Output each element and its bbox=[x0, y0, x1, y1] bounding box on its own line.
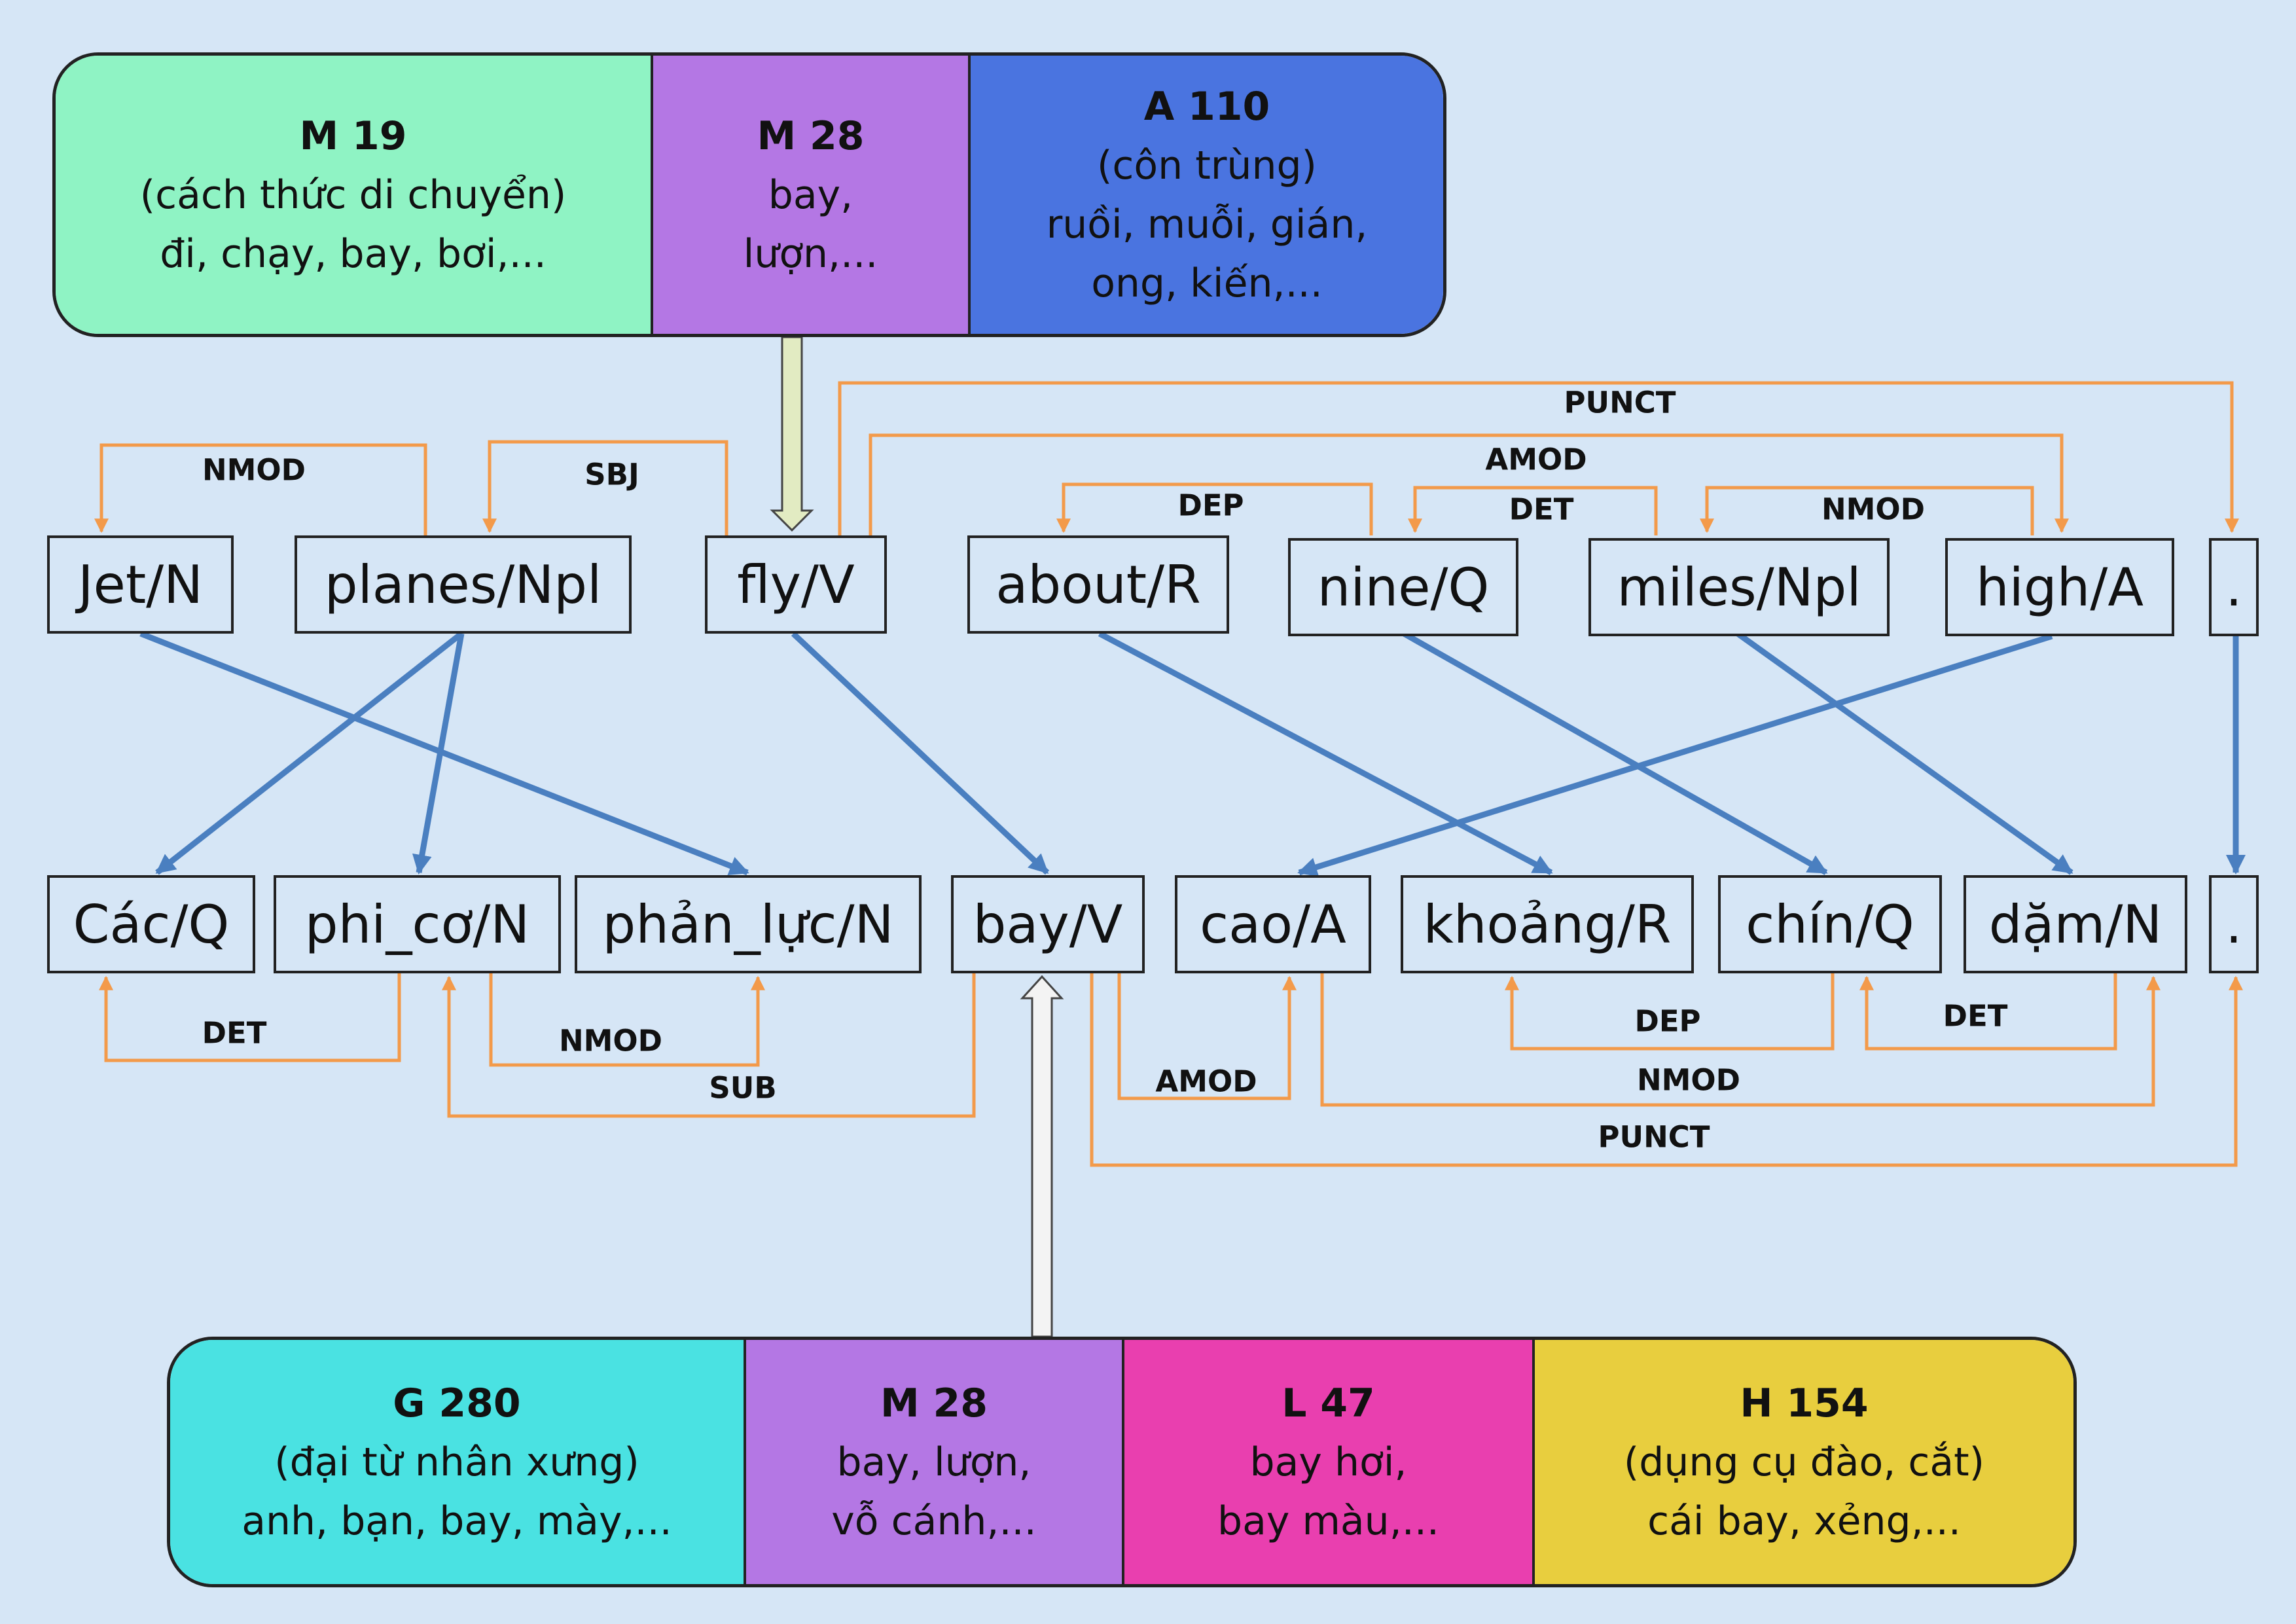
english-token: miles/Npl bbox=[1588, 538, 1890, 636]
sense-line: cái bay, xẻng,... bbox=[1647, 1498, 1961, 1544]
dependency-arc bbox=[838, 381, 2239, 535]
sense-line: bay, lượn, bbox=[836, 1439, 1031, 1485]
alignment-link bbox=[1297, 633, 2053, 877]
arc-label: AMOD bbox=[1485, 442, 1587, 477]
sense-code: G 280 bbox=[393, 1380, 521, 1426]
sense-code: H 154 bbox=[1740, 1380, 1869, 1426]
sense-line: ong, kiến,... bbox=[1091, 260, 1323, 306]
english-token: Jet/N bbox=[47, 535, 234, 634]
sense-line: bay màu,... bbox=[1217, 1498, 1439, 1544]
alignment-link bbox=[791, 631, 1050, 875]
alignment-link bbox=[1736, 631, 2073, 875]
sense-cell-a110: A 110 (côn trùng) ruồi, muỗi, gián, ong,… bbox=[971, 56, 1443, 334]
sense-cell-m28: M 28 bay, lượn,... bbox=[653, 56, 971, 334]
dependency-arc bbox=[94, 443, 427, 535]
sense-line: vỗ cánh,... bbox=[831, 1498, 1037, 1544]
dependency-arc bbox=[1859, 973, 2117, 1051]
english-token: fly/V bbox=[705, 535, 887, 634]
sense-links bbox=[770, 336, 1064, 1338]
arc-label: DEP bbox=[1177, 488, 1244, 523]
english-token: high/A bbox=[1945, 538, 2174, 636]
dependency-arc bbox=[482, 440, 728, 535]
sense-line: bay hơi, bbox=[1249, 1439, 1407, 1485]
dependency-arc bbox=[1505, 973, 1835, 1051]
sense-line: anh, bạn, bay, mày,... bbox=[242, 1498, 672, 1544]
vietnamese-token: phi_cơ/N bbox=[274, 875, 561, 973]
sense-cell-m28: M 28 bay, lượn, vỗ cánh,... bbox=[746, 1340, 1124, 1584]
english-token: nine/Q bbox=[1288, 538, 1518, 636]
sense-cell-m19: M 19 (cách thức di chuyển) đi, chạy, bay… bbox=[56, 56, 653, 334]
arc-label: NMOD bbox=[1636, 1062, 1741, 1098]
sense-code: M 19 bbox=[299, 113, 407, 159]
arc-label: AMOD bbox=[1155, 1064, 1257, 1099]
alignment-link bbox=[1402, 631, 1828, 875]
vietnamese-token: chín/Q bbox=[1718, 875, 1942, 973]
sense-cell-g280: G 280 (đại từ nhân xưng) anh, bạn, bay, … bbox=[170, 1340, 746, 1584]
arc-label: NMOD bbox=[558, 1023, 663, 1058]
dependency-arc bbox=[1408, 486, 1658, 535]
sense-line: (côn trùng) bbox=[1097, 142, 1317, 189]
alignment-link bbox=[139, 630, 749, 876]
arc-label: DEP bbox=[1634, 1003, 1701, 1039]
sense-code: M 28 bbox=[757, 113, 865, 159]
dependency-arc bbox=[1320, 973, 2161, 1107]
alignment-link bbox=[155, 631, 463, 875]
arc-label: DET bbox=[1943, 998, 2008, 1034]
dependency-arc bbox=[1090, 973, 2243, 1167]
sense-link-arrow bbox=[1020, 975, 1064, 1338]
sense-link-arrow bbox=[770, 336, 814, 532]
vietnamese-token: cao/A bbox=[1175, 875, 1371, 973]
dependency-arc bbox=[1700, 486, 2034, 535]
vietnamese-token: Các/Q bbox=[47, 875, 255, 973]
vietnamese-token: khoảng/R bbox=[1401, 875, 1694, 973]
vietnamese-token: . bbox=[2209, 875, 2259, 973]
top-sense-bar: M 19 (cách thức di chuyển) đi, chạy, bay… bbox=[52, 52, 1446, 337]
arc-label: DET bbox=[202, 1015, 267, 1051]
dependency-arc bbox=[99, 973, 401, 1062]
alignment-link bbox=[412, 633, 465, 875]
arc-label: PUNCT bbox=[1598, 1119, 1710, 1155]
dependency-arc bbox=[1117, 973, 1297, 1100]
arc-label: SBJ bbox=[584, 457, 639, 492]
vietnamese-token: bay/V bbox=[951, 875, 1145, 973]
sense-cell-h154: H 154 (dụng cụ đào, cắt) cái bay, xẻng,.… bbox=[1535, 1340, 2073, 1584]
dependency-arc bbox=[869, 433, 2069, 535]
sense-line: đi, chạy, bay, bơi,... bbox=[160, 230, 547, 277]
sense-line: (dụng cụ đào, cắt) bbox=[1623, 1439, 1985, 1485]
alignment-link bbox=[1098, 631, 1553, 875]
dependency-arc bbox=[442, 973, 976, 1118]
arc-label: NMOD bbox=[1821, 492, 1926, 527]
arc-label: SUB bbox=[709, 1070, 777, 1106]
arc-label: NMOD bbox=[202, 452, 306, 488]
alignment-links bbox=[139, 630, 2246, 877]
vietnamese-token: phản_lực/N bbox=[575, 875, 922, 973]
dependency-arc bbox=[489, 973, 765, 1067]
arc-label: PUNCT bbox=[1564, 385, 1676, 420]
sense-line: lượn,... bbox=[743, 230, 878, 277]
sense-code: A 110 bbox=[1143, 83, 1270, 130]
english-token: planes/Npl bbox=[295, 535, 632, 634]
sense-line: bay, bbox=[768, 171, 853, 218]
english-token: about/R bbox=[967, 535, 1229, 634]
vietnamese-token: dặm/N bbox=[1964, 875, 2187, 973]
english-token: . bbox=[2209, 538, 2259, 636]
dependency-arcs bbox=[94, 381, 2243, 1167]
sense-line: ruồi, muỗi, gián, bbox=[1046, 201, 1368, 247]
dependency-arc bbox=[1056, 482, 1373, 535]
bottom-sense-bar: G 280 (đại từ nhân xưng) anh, bạn, bay, … bbox=[167, 1337, 2077, 1587]
sense-code: L 47 bbox=[1282, 1380, 1375, 1426]
sense-line: (đại từ nhân xưng) bbox=[274, 1439, 639, 1485]
sense-line: (cách thức di chuyển) bbox=[139, 171, 567, 218]
sense-code: M 28 bbox=[880, 1380, 988, 1426]
sense-cell-l47: L 47 bay hơi, bay màu,... bbox=[1124, 1340, 1535, 1584]
arc-label: DET bbox=[1509, 492, 1574, 527]
